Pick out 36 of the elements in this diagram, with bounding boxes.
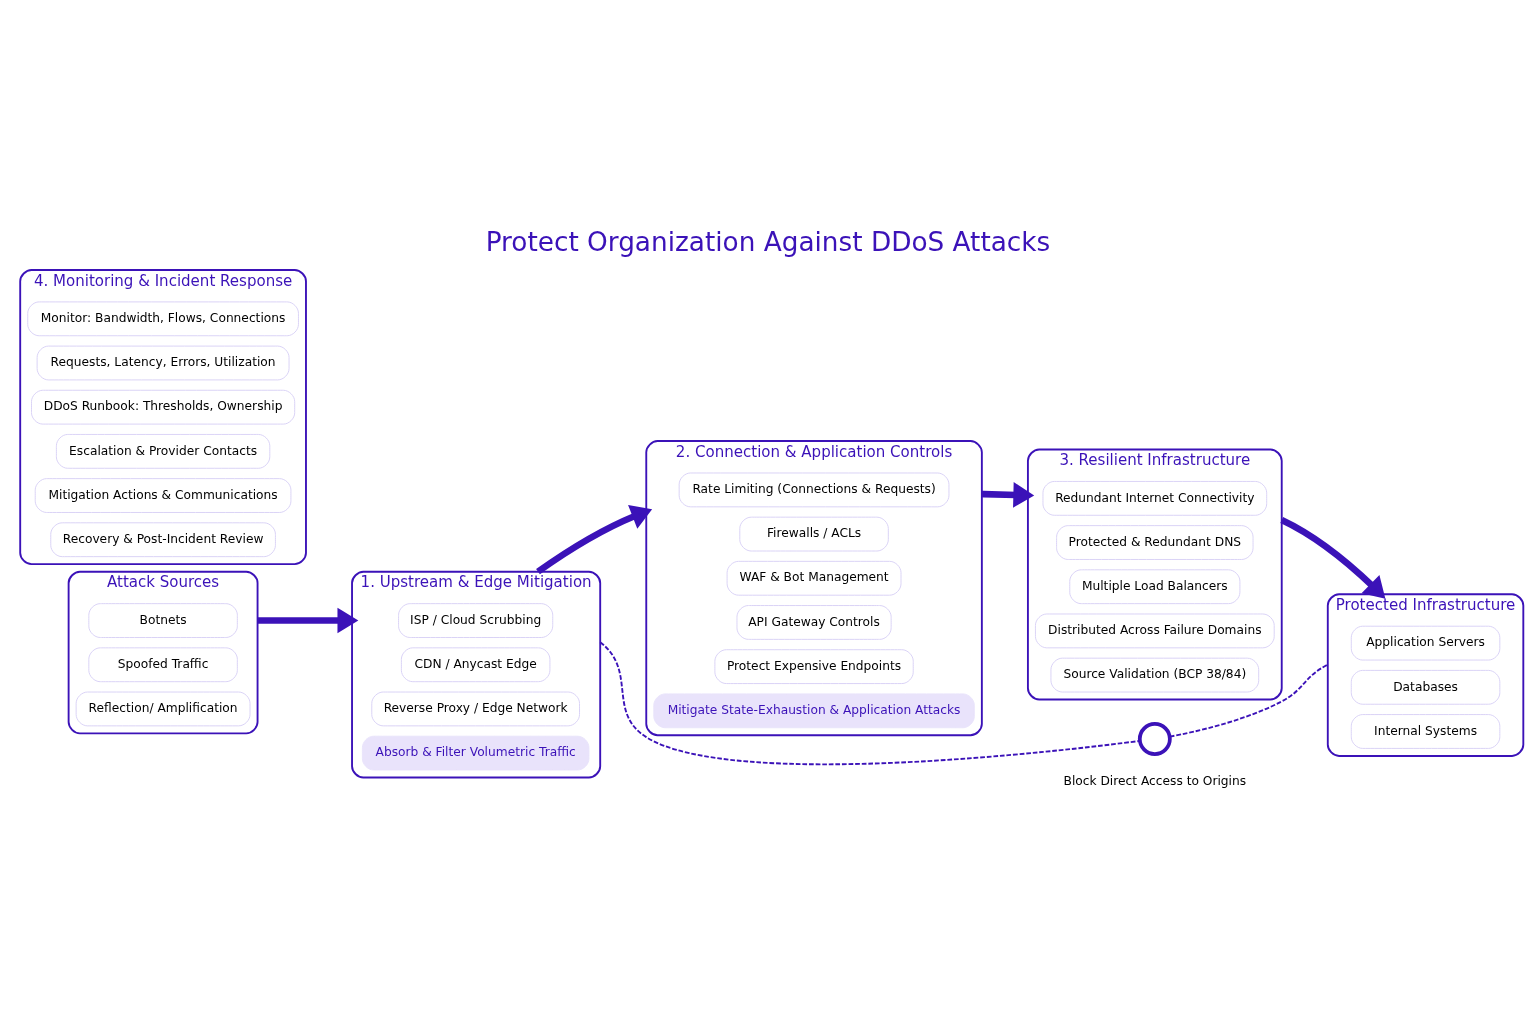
- arrow: [536, 504, 653, 575]
- node-box: Multiple Load Balancers: [1069, 569, 1241, 605]
- node-box: Source Validation (BCP 38/84): [1050, 657, 1260, 693]
- node-box: Requests, Latency, Errors, Utilization: [36, 345, 290, 381]
- node-box: Application Servers: [1350, 625, 1501, 661]
- node-box: Recovery & Post-Incident Review: [50, 522, 276, 558]
- connector: [599, 641, 1141, 766]
- diagram-title: Protect Organization Against DDoS Attacks: [485, 226, 1051, 257]
- node-box: Internal Systems: [1350, 714, 1501, 749]
- node-box: Databases: [1350, 669, 1501, 705]
- node-box: DDoS Runbook: Thresholds, Ownership: [31, 389, 296, 425]
- node-box: Firewalls / ACLs: [739, 516, 889, 552]
- node-box: API Gateway Controls: [736, 605, 892, 640]
- connector: [1169, 663, 1329, 738]
- node-box: Reflection/ Amplification: [75, 691, 251, 727]
- arrow: [257, 607, 359, 634]
- node-box: Monitor: Bandwidth, Flows, Connections: [27, 301, 299, 337]
- arrow: [1280, 517, 1386, 599]
- node-box: Spoofed Traffic: [88, 647, 238, 683]
- node-box: Absorb & Filter Volumetric Traffic: [361, 735, 590, 771]
- node-box: WAF & Bot Management: [726, 560, 902, 596]
- node-box: Redundant Internet Connectivity: [1042, 480, 1268, 516]
- node-box: Escalation & Provider Contacts: [55, 433, 271, 469]
- node-box: CDN / Anycast Edge: [400, 647, 551, 683]
- node-label: Block Direct Access to Origins: [1063, 773, 1247, 788]
- node-circle: [1137, 722, 1172, 756]
- arrow: [981, 482, 1035, 508]
- node-box: Mitigation Actions & Communications: [34, 478, 292, 513]
- node-box: Protected & Redundant DNS: [1056, 525, 1254, 560]
- node-box: Distributed Across Failure Domains: [1034, 613, 1275, 649]
- node-box: Mitigate State-Exhaustion & Application Attacks: [653, 693, 975, 729]
- node-box: Reverse Proxy / Edge Network: [371, 691, 580, 727]
- node-box: Protect Expensive Endpoints: [714, 649, 914, 685]
- node-box: ISP / Cloud Scrubbing: [398, 603, 554, 638]
- node-box: Botnets: [88, 603, 238, 638]
- node-box: Rate Limiting (Connections & Requests): [678, 472, 950, 508]
